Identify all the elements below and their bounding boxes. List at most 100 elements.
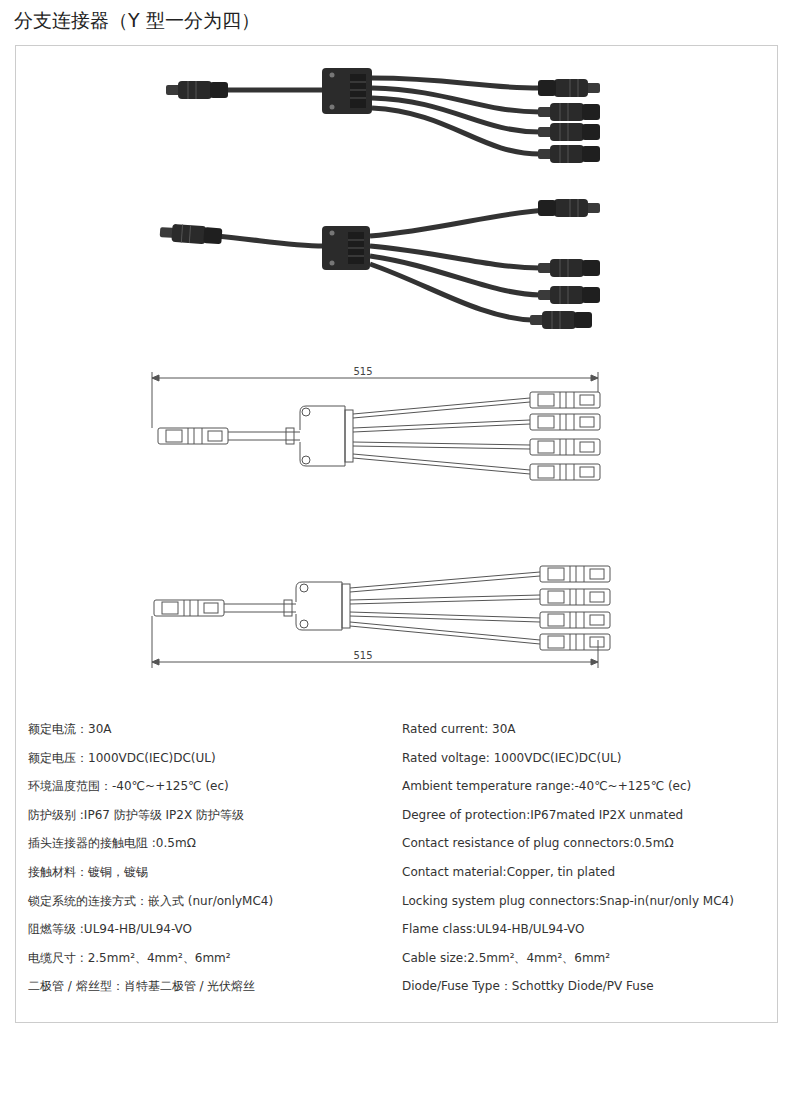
line-art <box>372 78 540 88</box>
line-art <box>530 311 592 329</box>
line-art <box>538 103 600 121</box>
photo-top <box>166 68 600 163</box>
page-frame <box>16 46 778 1023</box>
spec-text: Contact resistance of plug connectors:0.… <box>402 836 767 852</box>
line-art <box>353 454 530 474</box>
dimension-label: 515 <box>350 650 375 661</box>
line-art <box>152 372 153 428</box>
spec-text: 防护级别 :IP67 防护等级 IP2X 防护等级 <box>28 808 393 824</box>
line-art <box>530 414 600 430</box>
line-art <box>228 432 300 433</box>
line-art <box>348 232 364 264</box>
spec-text: 环境温度范围：-40℃~+125℃ (ec) <box>28 779 393 795</box>
line-art <box>350 82 366 83</box>
line-art <box>350 595 540 604</box>
line-art <box>330 73 335 78</box>
line-art <box>350 622 540 644</box>
spec-text: 接触材料：镀铜，镀锡 <box>28 865 393 881</box>
line-art <box>372 108 540 154</box>
line-art <box>530 439 600 455</box>
line-art <box>370 210 548 236</box>
line-art <box>370 210 548 320</box>
line-art <box>302 456 310 464</box>
spec-text: Degree of protection:IP67mated IP2X unma… <box>402 808 767 824</box>
line-art <box>322 68 372 114</box>
line-art <box>370 264 532 320</box>
line-art <box>538 145 600 163</box>
line-art <box>538 286 600 304</box>
spec-text: 二极管 / 熔丝型：肖特基二极管 / 光伏熔丝 <box>28 979 393 995</box>
line-art <box>286 428 294 444</box>
line-art <box>158 428 228 444</box>
line-art <box>152 662 598 663</box>
drawing-top <box>152 372 600 480</box>
spec-text: Cable size:2.5mm²、4mm²、6mm² <box>402 951 767 967</box>
line-art <box>330 231 335 236</box>
spec-text: Rated voltage: 1000VDC(IEC)DC(UL) <box>402 751 767 767</box>
spec-text: 插头连接器的接触电阻 :0.5mΩ <box>28 836 393 852</box>
line-art <box>540 566 610 582</box>
line-art <box>538 79 600 97</box>
line-art <box>322 226 370 270</box>
spec-text: 阻燃等级 :UL94-HB/UL94-VO <box>28 922 393 938</box>
line-art <box>166 81 228 99</box>
line-art <box>330 105 335 110</box>
line-art <box>300 406 345 466</box>
line-art <box>224 612 296 613</box>
line-art <box>540 612 610 628</box>
line-art <box>159 223 222 245</box>
line-art <box>296 582 342 630</box>
line-art <box>530 392 600 408</box>
dimension-label: 515 <box>350 366 375 377</box>
spec-text: 电缆尺寸 : 2.5mm²、4mm²、6mm² <box>28 951 393 967</box>
line-art <box>154 600 224 616</box>
line-art <box>300 584 308 592</box>
line-art <box>350 572 540 592</box>
line-art <box>530 464 600 480</box>
spec-text: 锁定系统的连接方式：嵌入式 (nur/onlyMC4) <box>28 894 393 910</box>
drawing-bottom <box>152 566 610 668</box>
spec-text: 额定电流：30A <box>28 722 393 738</box>
line-art <box>224 604 296 605</box>
spec-text: Diode/Fuse Type：Schottky Diode/PV Fuse <box>402 979 767 995</box>
line-art <box>370 246 540 268</box>
line-art <box>540 634 610 650</box>
line-art <box>348 240 364 241</box>
spec-text: Contact material:Copper, tin plated <box>402 865 767 881</box>
spec-text: Locking system plug connectors:Snap-in(n… <box>402 894 767 910</box>
line-art <box>300 620 308 628</box>
line-art <box>350 74 366 108</box>
line-art <box>345 410 353 462</box>
line-art <box>598 640 599 668</box>
line-art <box>538 123 600 141</box>
line-art <box>350 98 366 99</box>
line-art <box>330 261 335 266</box>
line-art <box>350 612 540 622</box>
spec-text: Flame class:UL94-HB/UL94-VO <box>402 922 767 938</box>
line-art <box>152 378 598 379</box>
spec-text: Rated current: 30A <box>402 722 767 738</box>
line-art <box>348 256 364 257</box>
line-art <box>228 88 324 93</box>
line-art <box>353 442 530 449</box>
line-art <box>538 259 600 277</box>
line-art <box>348 248 364 249</box>
photo-bottom <box>159 199 600 329</box>
line-art <box>372 78 540 154</box>
line-art <box>152 616 153 668</box>
line-art <box>598 372 599 392</box>
line-art <box>216 236 324 246</box>
page-title: 分支连接器（Y 型一分为四） <box>14 8 260 34</box>
line-art <box>228 440 300 441</box>
line-art <box>538 199 600 217</box>
line-art <box>353 398 530 418</box>
line-art <box>342 584 350 628</box>
spec-text: 额定电压：1000VDC(IEC)DC(UL) <box>28 751 393 767</box>
line-art <box>302 408 310 416</box>
line-art <box>284 600 292 616</box>
line-art <box>350 90 366 91</box>
line-art <box>353 420 530 432</box>
line-art <box>540 589 610 605</box>
